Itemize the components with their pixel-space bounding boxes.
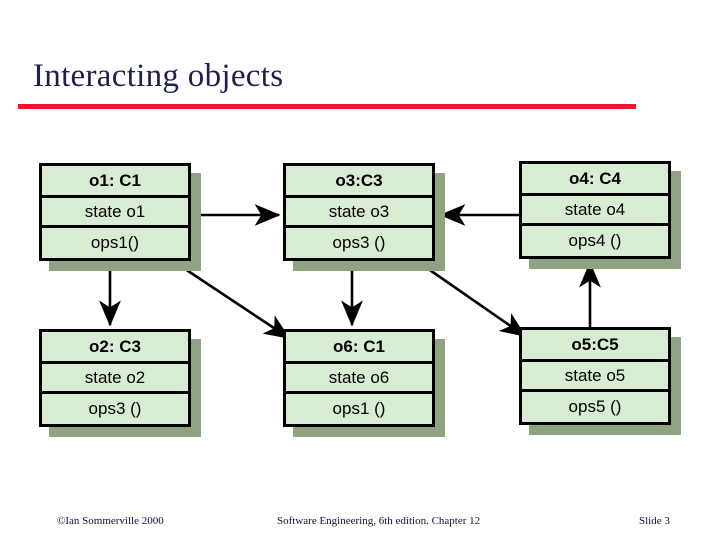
object-name-o4: o4: C4: [522, 164, 668, 196]
object-name-o5: o5:C5: [522, 330, 668, 362]
object-state-o6: state o6: [286, 364, 432, 394]
object-ops-o2: ops3 (): [42, 394, 188, 423]
object-box-o6[interactable]: o6: C1 state o6 ops1 (): [283, 329, 435, 427]
object-box-o2[interactable]: o2: C3 state o2 ops3 (): [39, 329, 191, 427]
object-state-o1: state o1: [42, 198, 188, 228]
object-ops-o1: ops1(): [42, 228, 188, 257]
page-title: Interacting objects: [33, 58, 284, 94]
object-box-o1[interactable]: o1: C1 state o1 ops1(): [39, 163, 191, 261]
object-box-o4[interactable]: o4: C4 state o4 ops4 (): [519, 161, 671, 259]
object-ops-o5: ops5 (): [522, 392, 668, 421]
object-box-o5[interactable]: o5:C5 state o5 ops5 (): [519, 327, 671, 425]
footer-slide-number: Slide 3: [639, 515, 670, 527]
object-ops-o6: ops1 (): [286, 394, 432, 423]
footer-copyright: ©Ian Sommerville 2000: [57, 515, 164, 527]
title-underline-rule: [18, 104, 636, 109]
object-name-o6: o6: C1: [286, 332, 432, 364]
object-name-o2: o2: C3: [42, 332, 188, 364]
object-state-o4: state o4: [522, 196, 668, 226]
object-name-o3: o3:C3: [286, 166, 432, 198]
object-state-o5: state o5: [522, 362, 668, 392]
object-state-o3: state o3: [286, 198, 432, 228]
object-ops-o3: ops3 (): [286, 228, 432, 257]
object-state-o2: state o2: [42, 364, 188, 394]
object-ops-o4: ops4 (): [522, 226, 668, 255]
object-box-o3[interactable]: o3:C3 state o3 ops3 (): [283, 163, 435, 261]
object-name-o1: o1: C1: [42, 166, 188, 198]
footer-book-reference: Software Engineering, 6th edition. Chapt…: [277, 515, 481, 527]
